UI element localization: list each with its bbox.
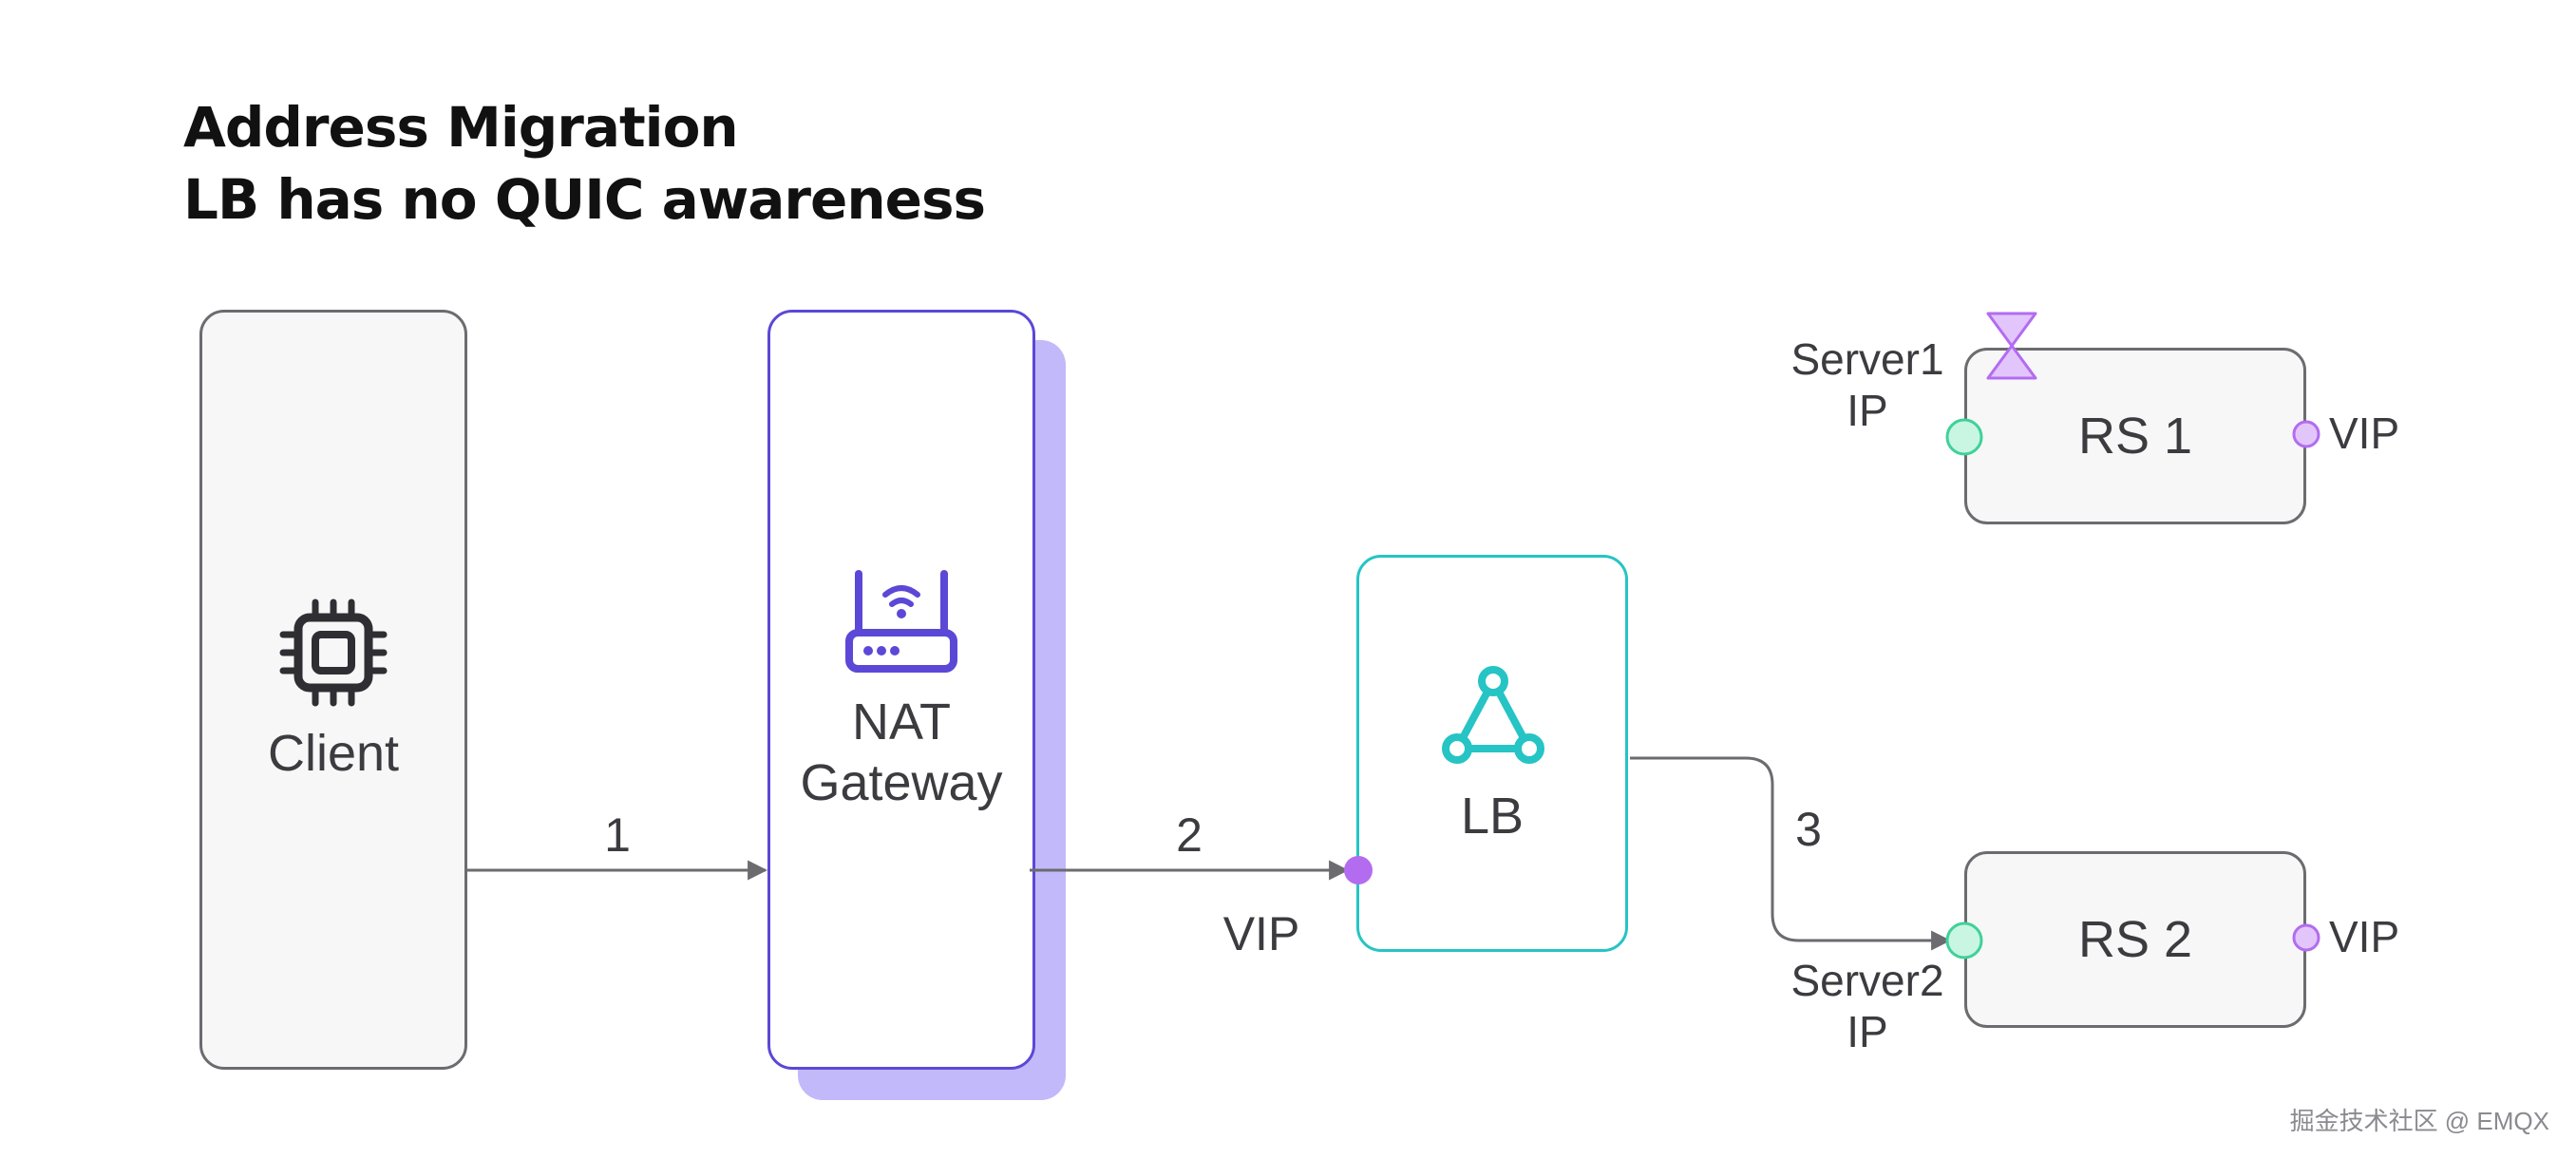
rs1-vip-port [2292,420,2320,448]
nat-label-line-2: Gateway [800,754,1003,811]
rs2-ip-label-line-2: IP [1847,1007,1888,1056]
client-label: Client [267,725,400,782]
diagram-title: Address Migration LB has no QUIC awarene… [183,91,986,236]
rs1-ip-label-line-1: Server1 [1790,334,1944,384]
edge-label-1: 1 [604,808,631,862]
cpu-chip-icon [279,598,388,707]
rs2-vip-label: VIP [2329,912,2400,961]
lb-node [1356,555,1628,952]
client-node [199,310,467,1070]
rs1-label: RS 1 [2077,408,2193,465]
watermark: 掘金技术社区 @ EMQX [2289,1107,2549,1135]
edge-lb-to-rs2 [1630,756,1952,951]
wifi-router-icon [845,570,957,673]
edge-label-2: 2 [1176,808,1203,862]
rs2-vip-port [2292,923,2320,952]
rs1-ip-label-line-2: IP [1847,386,1888,435]
edge-label-3: 3 [1795,803,1822,856]
triangle-network-icon [1442,666,1544,764]
lb-vip-label: VIP [1222,907,1300,960]
rs2-ip-label-line-1: Server2 [1790,956,1944,1005]
nat-gateway-node [767,310,1035,1070]
lb-label: LB [1460,788,1525,845]
nat-label-line-1: NAT [852,694,951,750]
title-line-1: Address Migration [183,95,739,160]
rs1-vip-label: VIP [2329,408,2400,458]
rs1-ip-port [1945,418,1983,456]
hourglass-marker-icon [1986,312,2037,380]
rs2-label: RS 2 [2077,911,2193,968]
lb-vip-port [1344,856,1373,884]
title-line-2: LB has no QUIC awareness [183,167,986,232]
rs2-ip-port [1945,922,1983,960]
